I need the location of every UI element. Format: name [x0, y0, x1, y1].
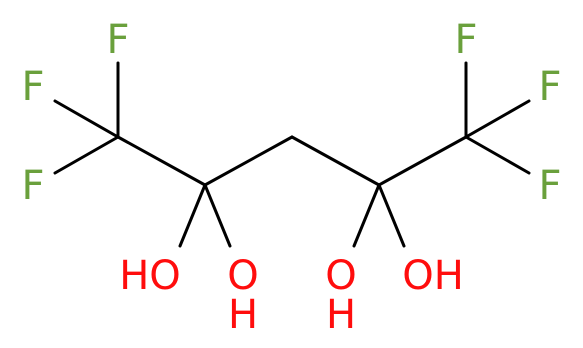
bond-c2-c3: [203, 135, 294, 187]
bond-c4-c5: [377, 135, 468, 187]
bond-c5-f6: [464, 135, 531, 175]
bond-c5-f5: [464, 99, 531, 139]
bond-c2-o1: [178, 183, 207, 248]
hydroxyl-hydrogen-label: H: [326, 292, 356, 338]
bond-c4-o4: [377, 183, 406, 248]
fluorine-label: F: [454, 17, 477, 63]
hydroxyl-oxygen-label: O: [325, 253, 356, 299]
fluorine-label: F: [538, 64, 561, 110]
hydroxyl-label-ho: HO: [119, 253, 181, 299]
fluorine-label: F: [106, 17, 129, 63]
fluorine-label: F: [538, 163, 561, 209]
bond-c2-o2: [203, 183, 232, 248]
fluorine-label: F: [21, 163, 44, 209]
bond-c3-c4: [290, 135, 381, 187]
bond-c1-f3: [53, 135, 120, 175]
bond-c1-c2: [116, 135, 207, 187]
hydroxyl-oxygen-label: O: [227, 253, 258, 299]
hydroxyl-hydrogen-label: H: [228, 292, 258, 338]
bond-c4-o3: [352, 183, 381, 248]
fluorine-label: F: [21, 64, 44, 110]
bond-c1-f2: [53, 99, 120, 139]
hydroxyl-label-oh: OH: [402, 253, 464, 299]
